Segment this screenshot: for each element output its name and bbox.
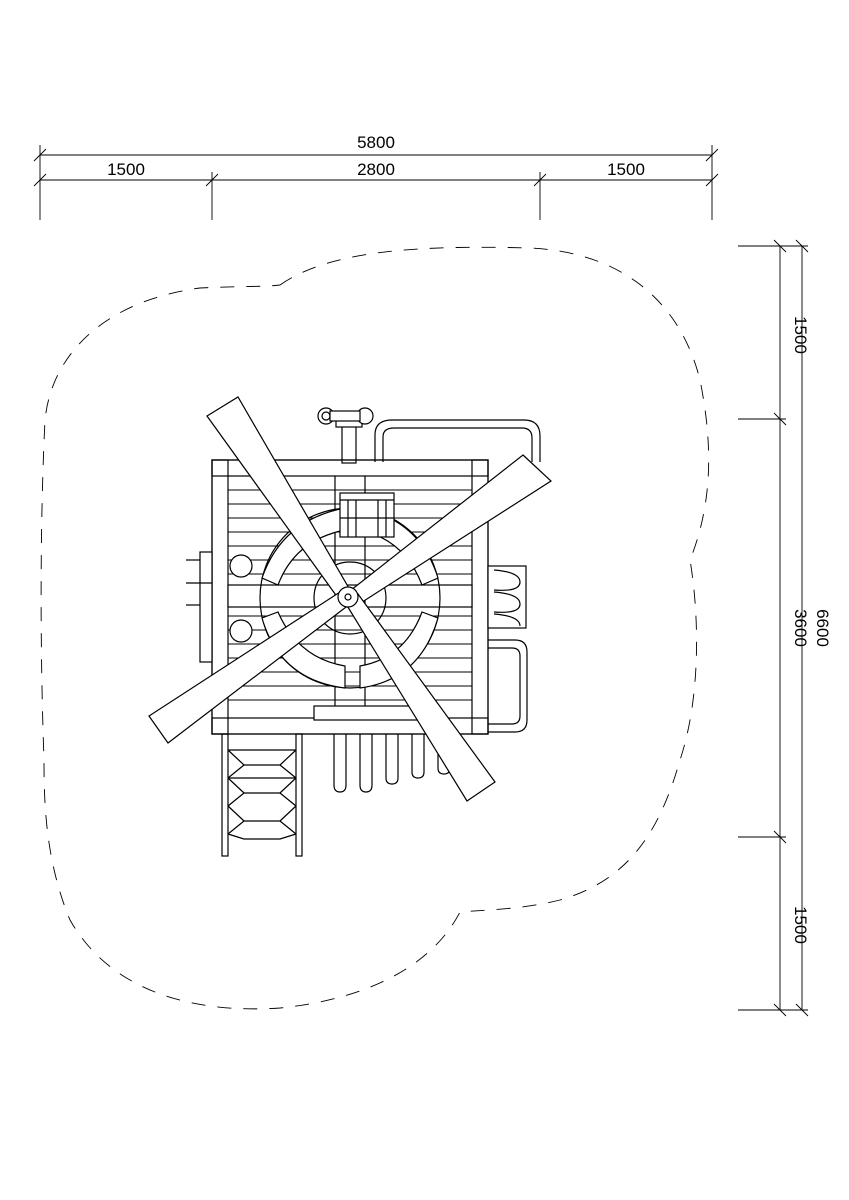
dim-tick (705, 173, 719, 187)
dim-tick (773, 1003, 787, 1017)
safety-zone-outline (40, 246, 710, 1010)
telescope (317, 407, 374, 464)
dim-label-right-bottom: 1500 (791, 906, 810, 944)
dim-tick (795, 239, 809, 253)
right-side-panel (487, 565, 528, 733)
climbing-net (221, 733, 303, 857)
right-dimension-group: 1500 3600 6600 1500 (738, 239, 832, 1017)
dim-label-right-middle: 3600 (791, 609, 810, 647)
dim-tick (205, 173, 219, 187)
play-equipment (148, 396, 552, 857)
windmill-blades (148, 396, 552, 802)
top-railing (374, 419, 541, 462)
dim-label-right-top: 1500 (791, 316, 810, 354)
dim-tick (705, 148, 719, 162)
center-ladder (339, 492, 395, 538)
top-dimension-group: 5800 1500 2800 1500 (33, 133, 719, 220)
left-steering-panel (186, 551, 253, 663)
top-railing-inner (382, 427, 533, 462)
windmill-hub (337, 586, 359, 608)
dim-label-total-width: 5800 (357, 133, 395, 152)
dim-tick (773, 239, 787, 253)
dim-label-right-total: 6600 (813, 609, 832, 647)
dim-tick (773, 412, 787, 426)
dim-tick (773, 830, 787, 844)
dim-tick (33, 148, 47, 162)
dim-label-top-left: 1500 (107, 160, 145, 179)
dim-tick (533, 173, 547, 187)
dim-label-top-middle: 2800 (357, 160, 395, 179)
dim-tick (33, 173, 47, 187)
dim-label-top-right: 1500 (607, 160, 645, 179)
dim-tick (795, 1003, 809, 1017)
